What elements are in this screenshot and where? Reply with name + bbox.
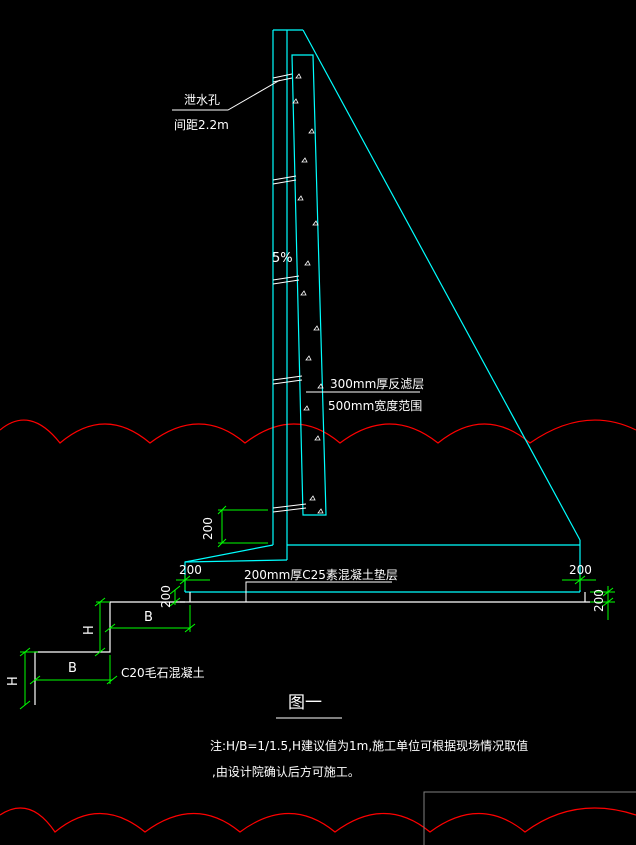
drain-hole-leader bbox=[172, 79, 281, 111]
rubble-label: C20毛石混凝土 bbox=[121, 665, 205, 680]
break-line-lower bbox=[0, 807, 636, 833]
dim-B-lower: B bbox=[68, 661, 77, 676]
cushion-leader bbox=[245, 581, 392, 602]
note-line-1: 注:H/B=1/1.5,H建议值为1m,施工单位可根据现场情况取值 bbox=[210, 738, 528, 753]
wall-outline bbox=[184, 29, 581, 593]
dim-H-lower: H bbox=[6, 676, 21, 686]
dim-200-top-right: 200 bbox=[569, 563, 592, 577]
filter-aggregate-marks bbox=[292, 73, 324, 514]
rubble-steps bbox=[34, 601, 185, 705]
drawing-frame bbox=[423, 791, 636, 845]
break-line-upper bbox=[0, 419, 636, 444]
dim-200-vert-left: 200 bbox=[159, 585, 173, 608]
cushion-label: 200mm厚C25素混凝土垫层 bbox=[244, 567, 398, 582]
cushion-layer bbox=[180, 592, 590, 603]
dim-H-upper: H bbox=[82, 625, 97, 635]
dim-200-left: 200 bbox=[201, 517, 215, 540]
drain-spacing-label: 间距2.2m bbox=[174, 118, 229, 132]
dim-B-upper: B bbox=[144, 610, 153, 625]
dim-200-vert-right: 200 bbox=[592, 589, 606, 612]
filter-width-label: 500mm宽度范围 bbox=[328, 398, 422, 413]
note-line-2: ,由设计院确认后方可施工。 bbox=[212, 764, 360, 779]
slope-label: 5% bbox=[272, 251, 293, 266]
dim-200-top-left: 200 bbox=[179, 563, 202, 577]
filter-thickness-label: 300mm厚反滤层 bbox=[330, 377, 424, 391]
dimension-lines bbox=[19, 505, 615, 710]
figure-title: 图一 bbox=[288, 693, 322, 713]
drain-holes bbox=[272, 73, 307, 513]
drain-hole-label: 泄水孔 bbox=[184, 93, 220, 107]
